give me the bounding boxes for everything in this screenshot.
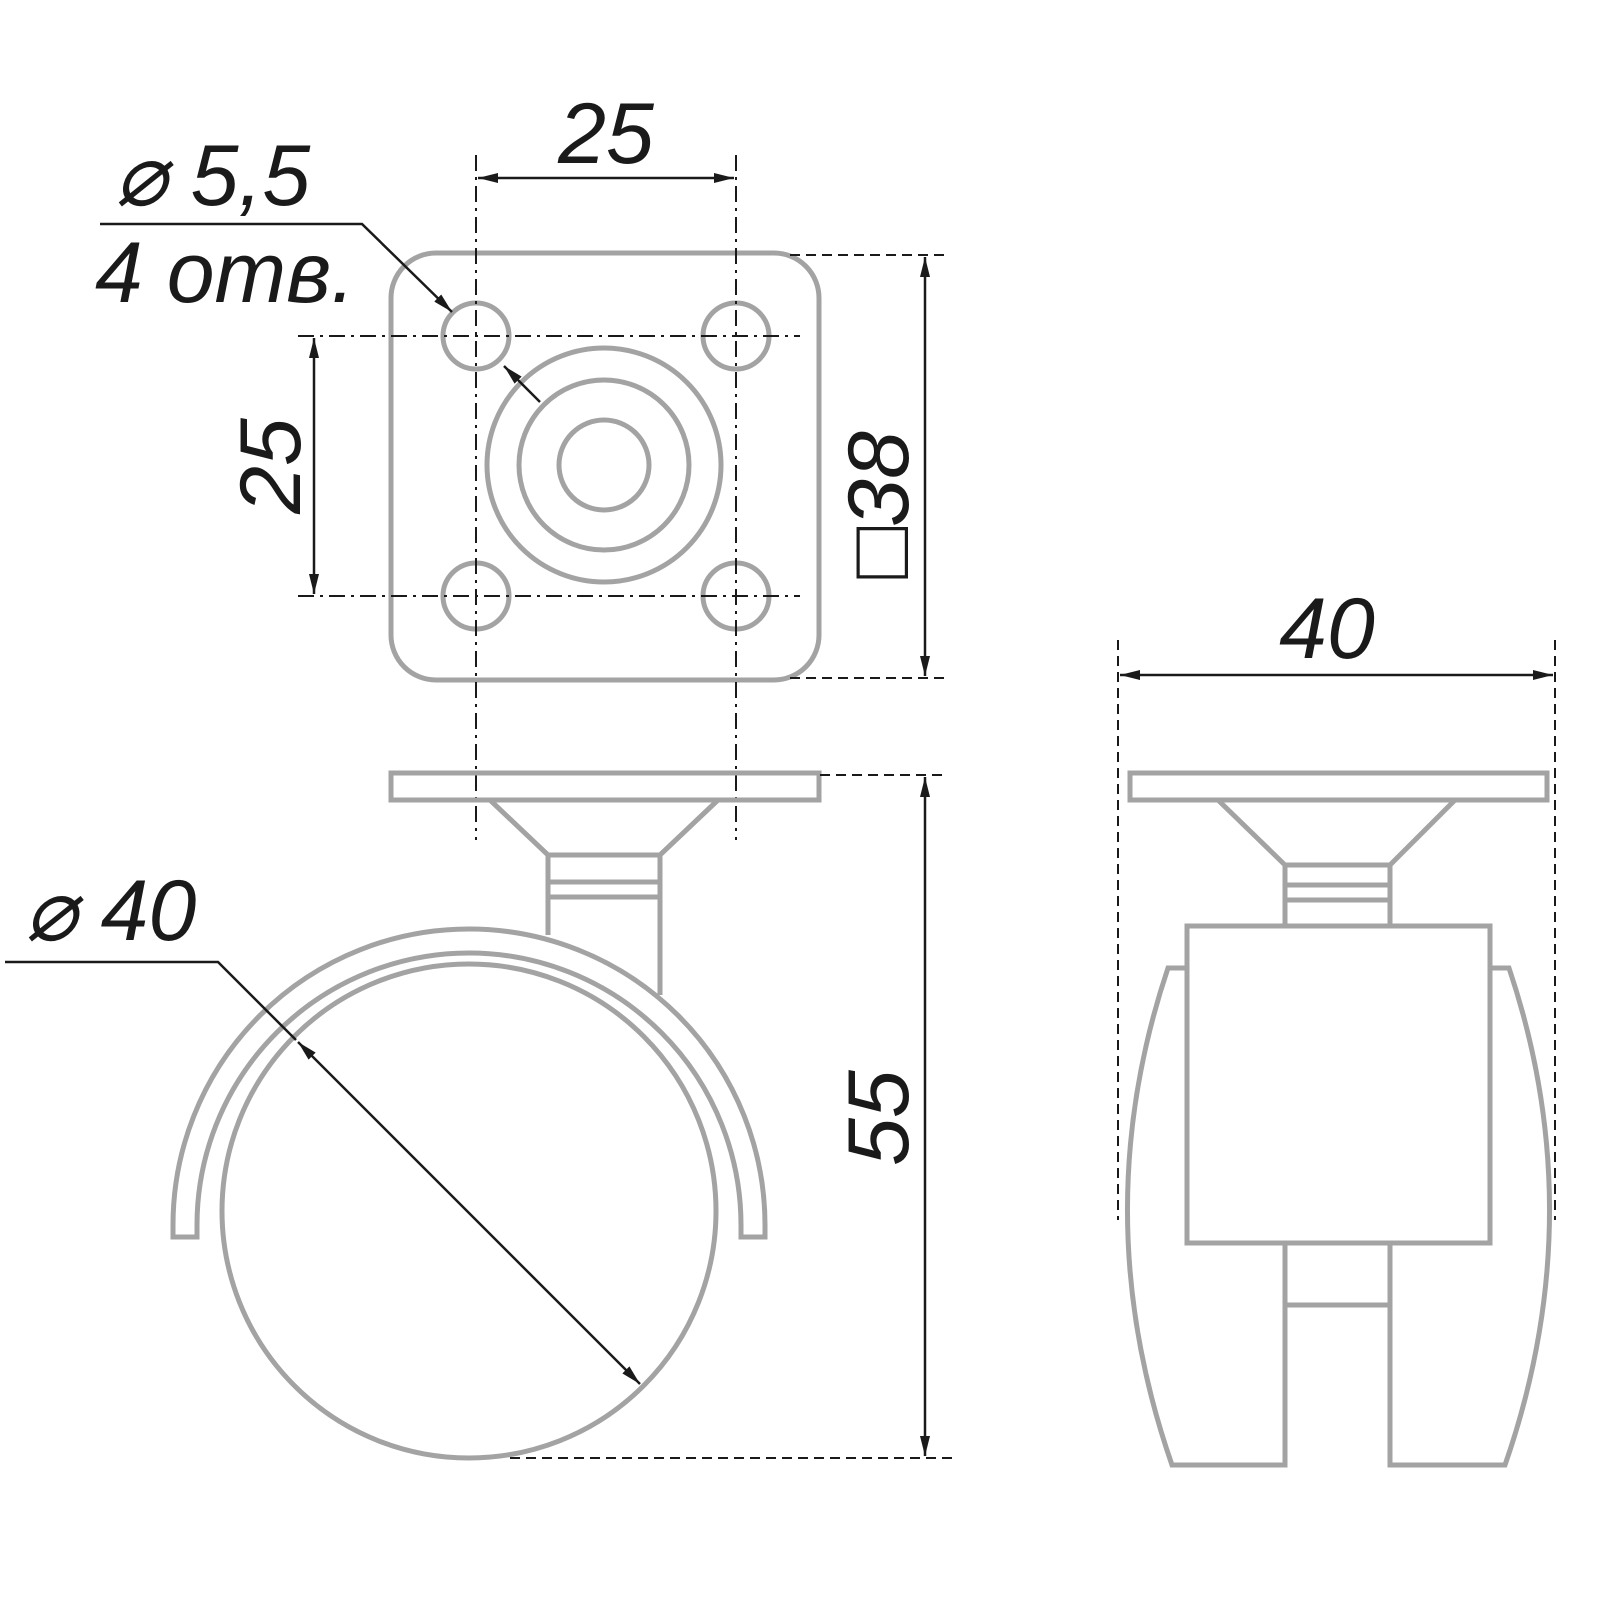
hole-spacing-h-label: 25 <box>557 86 655 182</box>
fork-housing <box>170 926 768 1240</box>
hole-spacing-v-label: 25 <box>223 417 319 515</box>
mounting-plate-outline <box>388 250 822 683</box>
side-view: 40 <box>1117 581 1556 1468</box>
wheel-diameter-label: ⌀ 40 <box>25 863 196 959</box>
wheel-half-left <box>1124 965 1288 1468</box>
front-view: ⌀ 40 55 <box>5 770 955 1461</box>
height-label: 55 <box>831 1069 927 1166</box>
swivel-center <box>556 417 652 513</box>
plate-size-label: □38 <box>831 431 927 579</box>
wheel <box>219 961 719 1461</box>
hole-count-label: 4 отв. <box>95 225 355 321</box>
wheel-leader-line <box>5 960 297 1041</box>
dimension-line-wheel-diameter <box>297 1041 641 1385</box>
swivel-cone <box>1216 798 1457 868</box>
swivel-ring-outer <box>484 345 724 585</box>
hole-leader-arrow <box>503 365 541 403</box>
hole-leader-line <box>100 222 453 313</box>
fork-body <box>1184 923 1493 1246</box>
wheel-half-right <box>1387 965 1553 1468</box>
hole-diameter-label: ⌀ 5,5 <box>115 128 311 224</box>
plate-side <box>1127 770 1550 803</box>
swivel-cone <box>488 798 720 858</box>
swivel-ring-inner <box>516 377 692 553</box>
top-view: ⌀ 5,5 4 отв. 25 25 □38 <box>95 86 945 840</box>
plate-side <box>388 770 822 803</box>
width-label: 40 <box>1279 581 1375 677</box>
